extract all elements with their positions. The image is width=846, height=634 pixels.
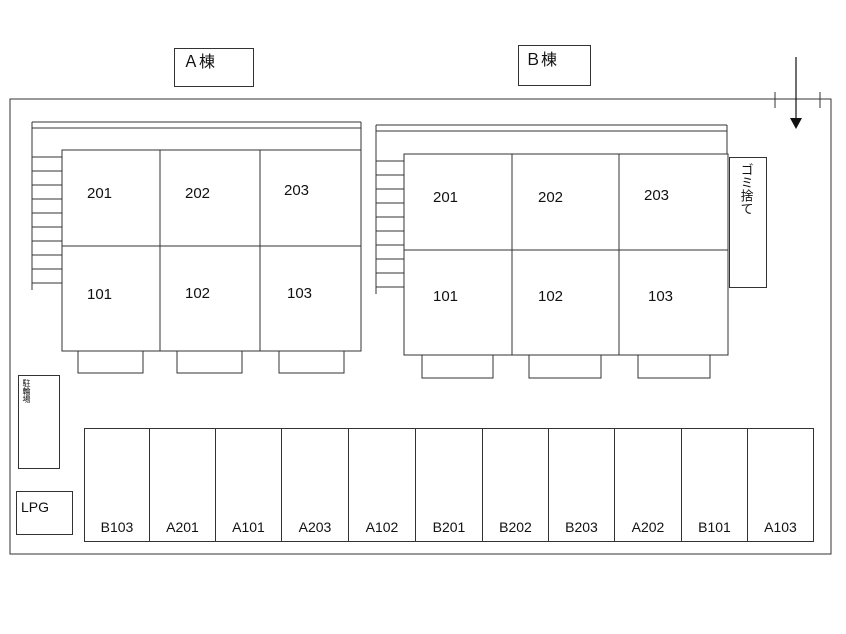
a-unit-203: 203 bbox=[284, 182, 310, 199]
b-building-title-box: Ｂ棟 bbox=[518, 45, 591, 86]
parking-space: A203 bbox=[281, 428, 348, 542]
b-building-balconies bbox=[421, 354, 711, 379]
parking-space-label: A201 bbox=[166, 519, 199, 535]
garbage-station: ゴミ捨て bbox=[729, 157, 767, 288]
bicycle-parking: 駐輪場 bbox=[18, 375, 60, 469]
parking-space-label: B101 bbox=[698, 519, 731, 535]
parking-space-label: A101 bbox=[232, 519, 265, 535]
parking-space: A202 bbox=[614, 428, 681, 542]
parking-space-label: B202 bbox=[499, 519, 532, 535]
parking-space-label: A203 bbox=[298, 519, 332, 535]
parking-space-label: B103 bbox=[100, 519, 134, 535]
b-unit-203: 203 bbox=[644, 187, 670, 204]
parking-space-label: A103 bbox=[764, 519, 797, 535]
a-unit-102: 102 bbox=[185, 285, 211, 302]
a-unit-201: 201 bbox=[87, 185, 113, 202]
parking-space: B203 bbox=[548, 428, 614, 542]
a-unit-103: 103 bbox=[287, 285, 313, 302]
a-building-units bbox=[61, 149, 362, 352]
lpg-storage: LPG bbox=[16, 491, 73, 535]
b-building-units bbox=[403, 153, 729, 356]
b-unit-103: 103 bbox=[648, 288, 674, 305]
parking-space: B101 bbox=[681, 428, 747, 542]
lpg-label: LPG bbox=[21, 499, 50, 515]
parking-space: B202 bbox=[482, 428, 548, 542]
parking-space-label: A202 bbox=[631, 519, 665, 535]
parking-space-label: B203 bbox=[565, 519, 598, 535]
b-building-title: Ｂ棟 bbox=[525, 52, 558, 69]
parking-space: A201 bbox=[149, 428, 215, 542]
parking-space: A101 bbox=[215, 428, 281, 542]
a-building-corridor bbox=[31, 121, 362, 290]
a-building-title-box: Ａ棟 bbox=[174, 48, 254, 87]
site-boundary bbox=[9, 98, 832, 555]
a-building-stairs bbox=[32, 156, 62, 284]
parking-space: B201 bbox=[415, 428, 482, 542]
b-building-corridor bbox=[375, 124, 728, 294]
b-unit-202: 202 bbox=[538, 189, 564, 206]
garbage-station-label: ゴミ捨て bbox=[738, 163, 754, 215]
entrance-arrow-icon bbox=[790, 57, 802, 129]
b-unit-102: 102 bbox=[538, 288, 564, 305]
b-building-stairs bbox=[376, 160, 405, 288]
bicycle-parking-label: 駐輪場 bbox=[22, 379, 31, 403]
a-building-title: Ａ棟 bbox=[183, 54, 216, 71]
a-unit-101: 101 bbox=[87, 286, 113, 303]
a-unit-202: 202 bbox=[185, 185, 211, 202]
parking-space: A102 bbox=[348, 428, 415, 542]
a-building-balconies bbox=[77, 350, 345, 374]
parking-space-label: A102 bbox=[365, 519, 399, 535]
parking-space: B103 bbox=[84, 428, 149, 542]
parking-space: A103 bbox=[747, 428, 814, 542]
parking-space-label: B201 bbox=[432, 519, 466, 535]
b-unit-201: 201 bbox=[433, 189, 459, 206]
b-unit-101: 101 bbox=[433, 288, 459, 305]
